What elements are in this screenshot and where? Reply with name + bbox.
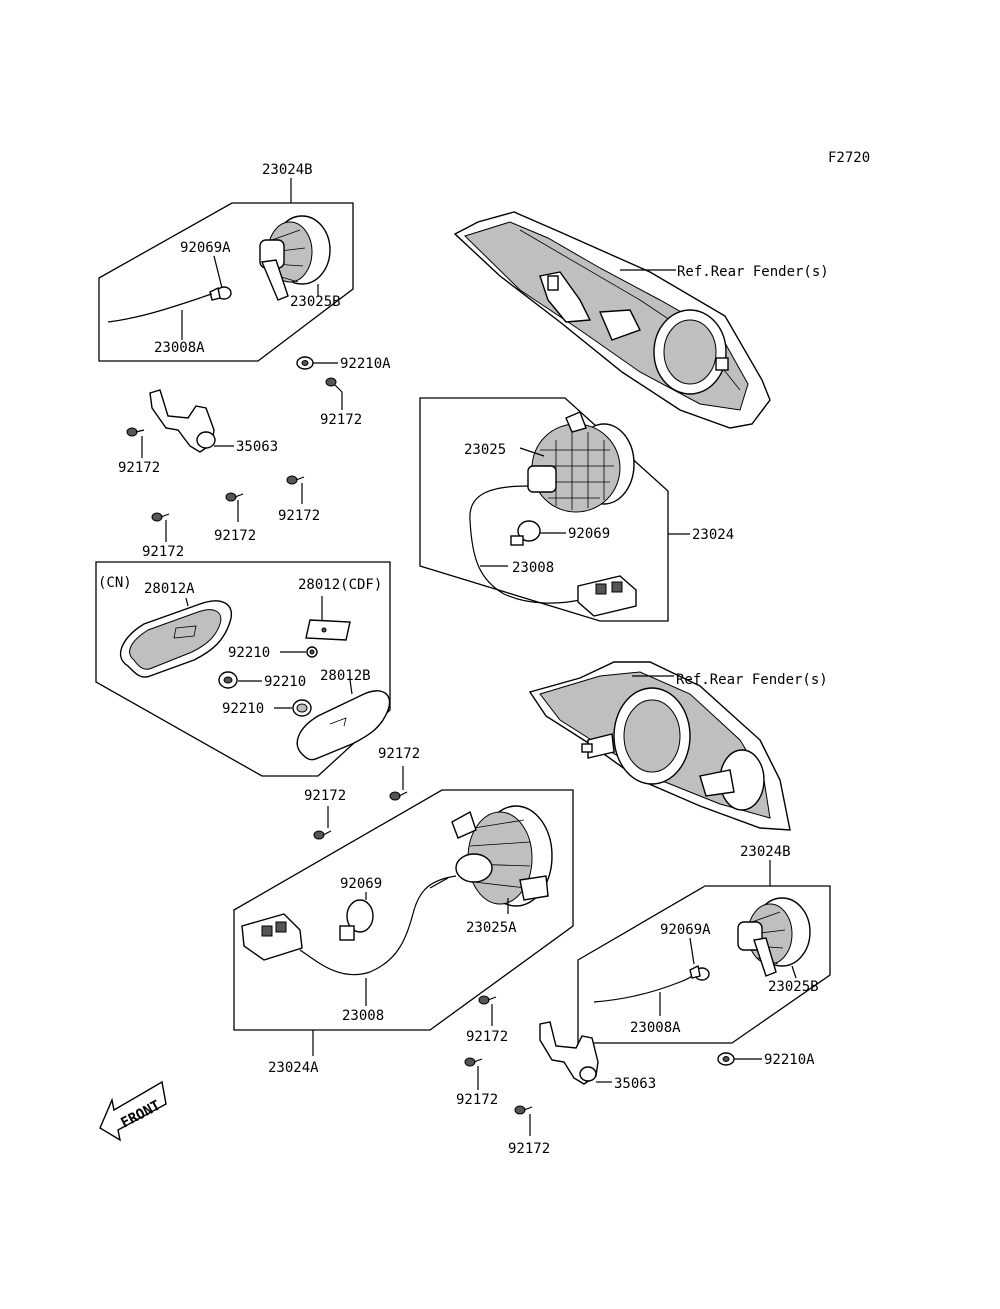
label-23025A: 23025A: [466, 920, 517, 936]
label-23008A-low: 23008A: [630, 1020, 681, 1036]
label-92069A-top: 92069A: [180, 240, 231, 256]
bulb-92069-low: [339, 892, 374, 941]
screw-92172-h: [478, 995, 497, 1026]
label-23024: 23024: [692, 527, 734, 543]
screw-92172-c: [151, 512, 170, 542]
label-23024A: 23024A: [268, 1060, 319, 1076]
label-28012B: 28012B: [320, 668, 371, 684]
harness-23008A-top: [107, 293, 213, 323]
lens-28012B: [296, 679, 391, 761]
screw-92172-d: [225, 492, 244, 522]
label-92210-b: 92210: [264, 674, 306, 690]
label-23025B-top: 23025B: [290, 294, 341, 310]
label-23008A-top: 23008A: [154, 340, 205, 356]
nut-92210A-top: [296, 356, 338, 370]
label-ref-rear-fender-mid: Ref.Rear Fender(s): [676, 672, 828, 688]
tail-lamp-23025B-top: [259, 215, 331, 301]
front-arrow: FRONT: [99, 1080, 167, 1142]
label-92172-j: 92172: [508, 1141, 550, 1157]
screw-92172-b: [126, 427, 145, 458]
label-23008: 23008: [512, 560, 554, 576]
label-23024B-low: 23024B: [740, 844, 791, 860]
harness-23008-low: [299, 875, 457, 976]
label-92172-i: 92172: [456, 1092, 498, 1108]
bulb-92069: [510, 520, 566, 546]
grommet-92210-b: [218, 671, 262, 689]
bracket-35063-low: [539, 1021, 612, 1085]
label-92172-e: 92172: [278, 508, 320, 524]
label-cn: (CN): [98, 575, 132, 591]
label-92172-h: 92172: [466, 1029, 508, 1045]
label-23025: 23025: [464, 442, 506, 458]
grommet-92210-a: [280, 646, 318, 658]
plate-28012-cdf: [305, 596, 351, 641]
rear-fender-top: [453, 211, 771, 429]
tail-lamp-23025B-low: [737, 897, 811, 979]
screw-92172-i: [464, 1057, 483, 1090]
label-23024B-top: 23024B: [262, 162, 313, 178]
nut-92210A-low: [717, 1052, 762, 1066]
label-92172-f: 92172: [378, 746, 420, 762]
label-35063-top: 35063: [236, 439, 278, 455]
label-92172-d: 92172: [214, 528, 256, 544]
label-92172-g: 92172: [304, 788, 346, 804]
rear-fender-lower: [528, 661, 791, 831]
label-92069: 92069: [568, 526, 610, 542]
label-92210-c: 92210: [222, 701, 264, 717]
label-28012-cdf: 28012(CDF): [298, 577, 382, 593]
label-92172-c: 92172: [142, 544, 184, 560]
group-23024B-low: [577, 860, 831, 1044]
label-92210-a: 92210: [228, 645, 270, 661]
screw-92172-g: [313, 806, 332, 840]
label-92210A-low: 92210A: [764, 1052, 815, 1068]
label-ref-rear-fender-top: Ref.Rear Fender(s): [677, 264, 829, 280]
label-23008-low: 23008: [342, 1008, 384, 1024]
connector-23008-low: [241, 913, 303, 961]
tail-lamp-23025: [527, 411, 635, 513]
label-92210A-top: 92210A: [340, 356, 391, 372]
screw-92172-a: [325, 377, 343, 410]
lens-28012A: [119, 600, 233, 678]
label-28012A: 28012A: [144, 581, 195, 597]
bulb-92069A-low: [689, 937, 710, 981]
screw-92172-e: [286, 475, 305, 504]
group-23024B-top: [98, 178, 354, 362]
harness-23008: [469, 485, 581, 604]
tail-lamp-23025A: [451, 805, 553, 914]
label-92069-low: 92069: [340, 876, 382, 892]
screw-92172-j: [514, 1105, 533, 1136]
connector-23008: [577, 575, 637, 617]
group-23024: [419, 397, 690, 622]
bulb-92069A-top: [209, 286, 232, 301]
figure-code: F2720: [828, 150, 870, 166]
screw-92172-f: [389, 766, 408, 801]
label-23025B-low: 23025B: [768, 979, 819, 995]
label-35063-low: 35063: [614, 1076, 656, 1092]
group-license-light: [95, 561, 391, 777]
label-92172-a: 92172: [320, 412, 362, 428]
label-92172-b: 92172: [118, 460, 160, 476]
group-23024A: [233, 789, 574, 1056]
grommet-92210-c: [274, 699, 312, 717]
label-92069A-low: 92069A: [660, 922, 711, 938]
harness-23008A-low: [593, 975, 693, 1003]
bracket-35063-top: [149, 389, 234, 453]
